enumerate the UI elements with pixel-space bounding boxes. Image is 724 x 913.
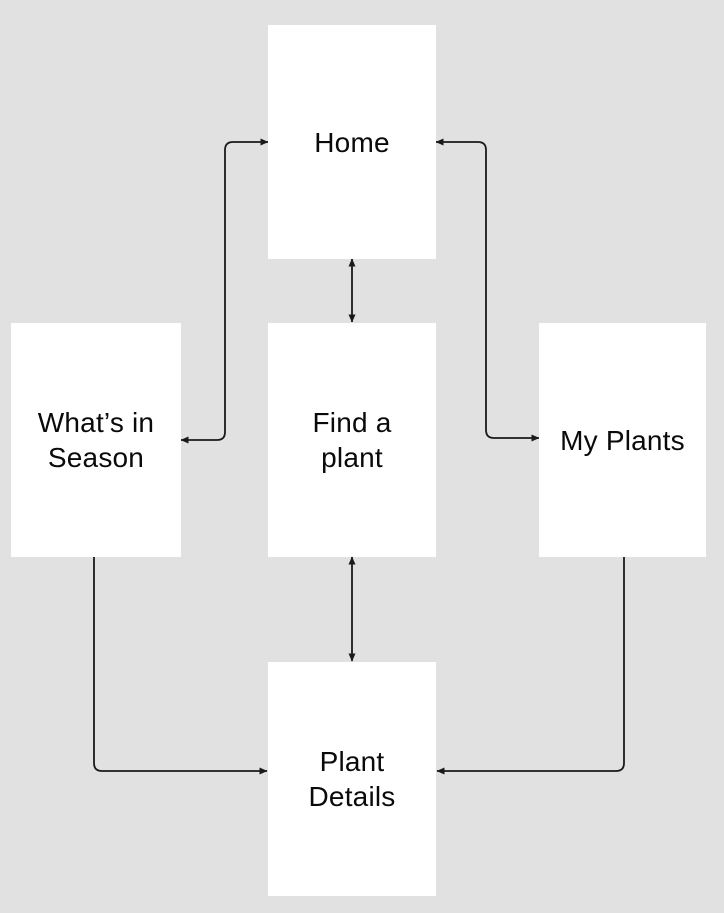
node-home[interactable]: Home	[268, 25, 436, 259]
node-whats-in-season[interactable]: What’s in Season	[11, 323, 181, 557]
node-plant-details-label: Plant Details	[308, 746, 396, 812]
edge-home-my-plants-arrow	[435, 138, 540, 442]
node-find-a-plant-label: Find a plant	[312, 407, 392, 473]
edge-whats-in-season-plant-details-arrow	[93, 557, 268, 775]
node-whats-in-season-label: What’s in Season	[37, 407, 155, 473]
node-my-plants-label: My Plants	[560, 424, 685, 456]
edge-my-plants-plant-details-arrow	[436, 557, 625, 775]
node-plant-details[interactable]: Plant Details	[268, 662, 436, 896]
node-find-a-plant[interactable]: Find a plant	[268, 323, 436, 557]
node-home-label: Home	[314, 126, 390, 158]
edge-home-whats-in-season-arrow	[180, 138, 269, 444]
node-my-plants[interactable]: My Plants	[539, 323, 706, 557]
